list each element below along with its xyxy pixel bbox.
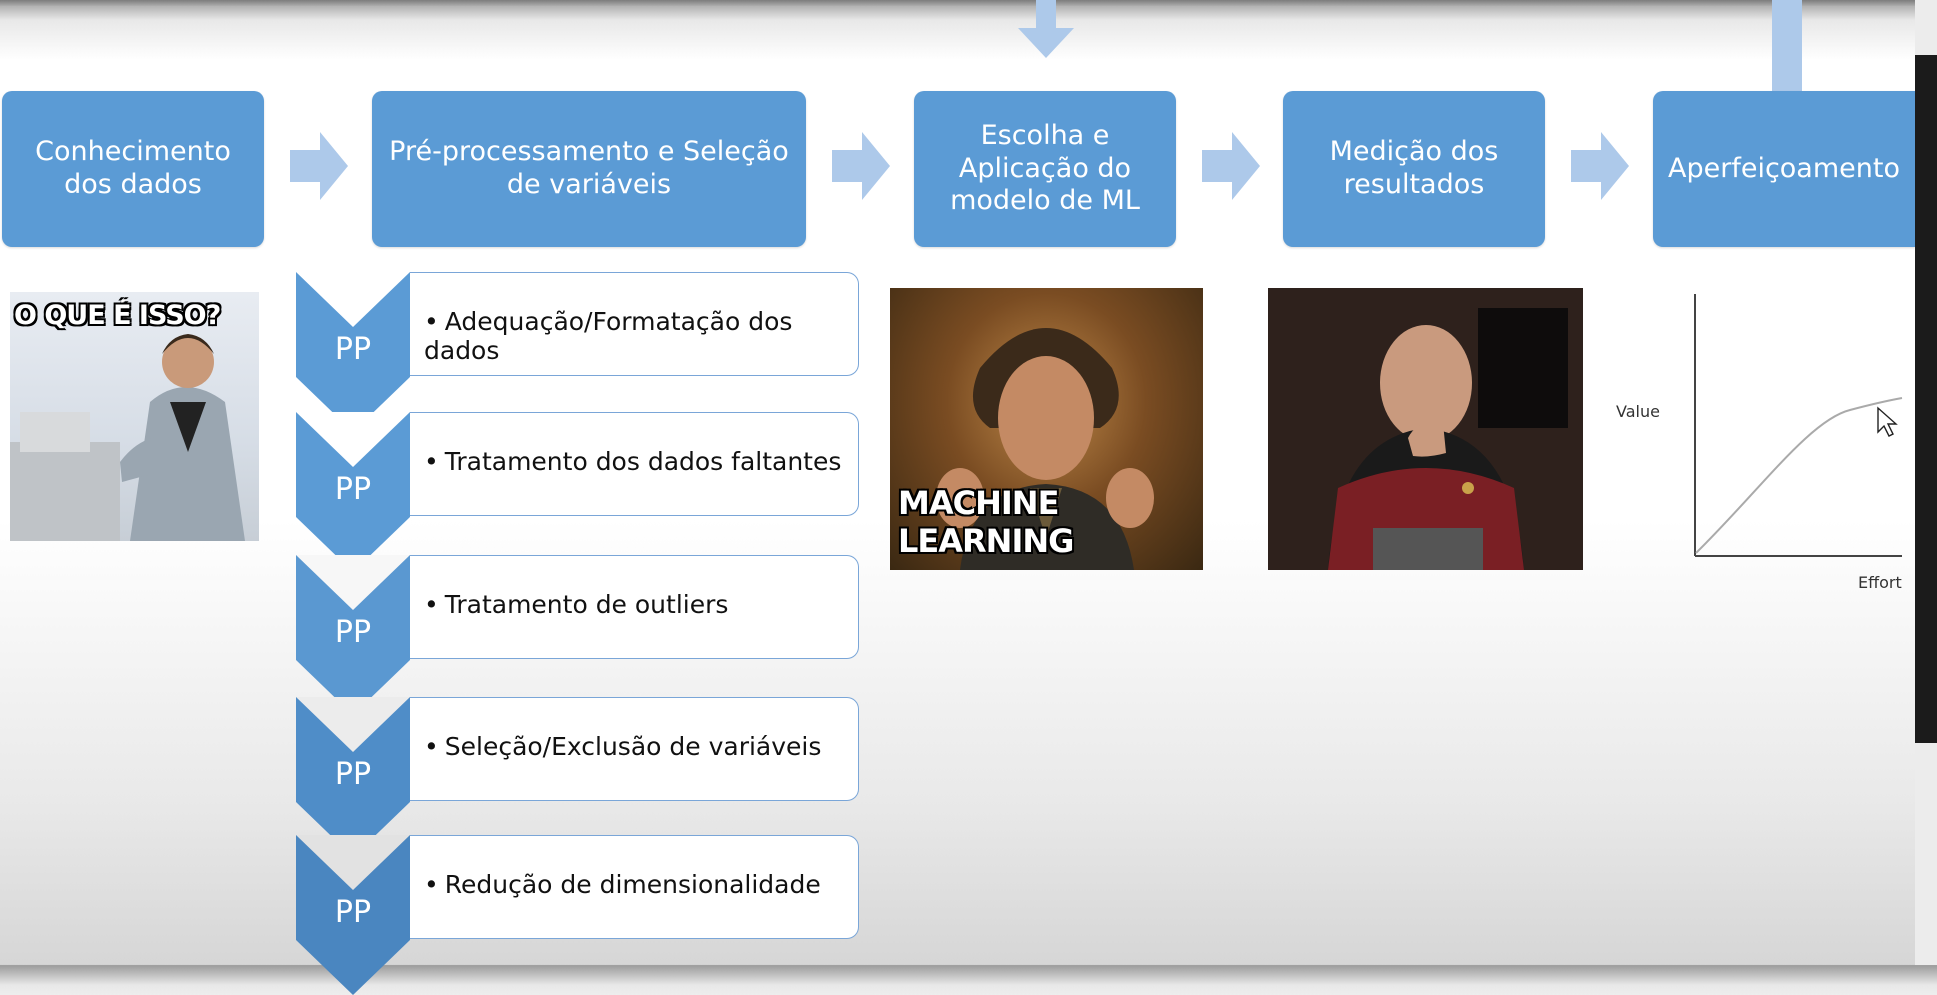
- pp-item-text: Redução de dimensionalidade: [444, 870, 821, 899]
- step-conhecimento: Conhecimento dos dados: [2, 91, 264, 247]
- right-arrow-icon: [1202, 132, 1260, 200]
- loop-arrow-icon: [1752, 0, 1812, 96]
- pp-item-text: Tratamento de outliers: [444, 590, 729, 619]
- pp-badge: PP: [334, 332, 372, 367]
- step-medicao: Medição dos resultados: [1283, 91, 1545, 247]
- meme-caption: O QUE É ISSO?: [14, 300, 221, 331]
- chevron-icon: [296, 412, 410, 572]
- meme-picard-image: [1268, 288, 1583, 570]
- person-illustration: [1268, 288, 1583, 570]
- value-effort-graph: Value Effort: [1610, 290, 1910, 600]
- bullet: •: [424, 732, 439, 761]
- pp-badge: PP: [334, 895, 372, 930]
- graph-plot: [1694, 294, 1903, 557]
- pp-item-text: Tratamento dos dados faltantes: [444, 447, 842, 476]
- right-edge-bar: [1915, 0, 1937, 965]
- top-edge: [0, 0, 1915, 6]
- meme-caption: MACHINE LEARNING: [898, 484, 1074, 560]
- right-arrow-icon: [290, 132, 348, 200]
- meme-aliens-guy-image: MACHINE LEARNING: [890, 288, 1203, 570]
- pp-item: •Seleção/Exclusão de variáveis: [408, 697, 859, 801]
- x-axis-label: Effort: [1858, 573, 1902, 592]
- chevron-icon: [296, 697, 410, 857]
- chevron-icon: [296, 272, 410, 432]
- y-axis-label: Value: [1616, 402, 1660, 421]
- bullet: •: [424, 307, 439, 336]
- right-arrow-icon: [1571, 132, 1629, 200]
- bullet: •: [424, 447, 439, 476]
- pp-item: •Adequação/Formatação dos dados: [408, 272, 859, 376]
- chevron-icon: [296, 555, 410, 715]
- pp-item-text: Adequação/Formatação dos dados: [424, 307, 793, 365]
- person-illustration: [936, 328, 1154, 570]
- pp-badge: PP: [334, 472, 372, 507]
- meme-zoolander-image: O QUE É ISSO?: [10, 292, 259, 541]
- bullet: •: [424, 870, 439, 899]
- step-modelo: Escolha e Aplicação do modelo de ML: [914, 91, 1176, 247]
- person-illustration: [10, 334, 245, 541]
- pp-item-text: Seleção/Exclusão de variáveis: [444, 732, 822, 761]
- step-preprocessamento: Pré-processamento e Seleção de variáveis: [372, 91, 806, 247]
- pp-item: •Redução de dimensionalidade: [408, 835, 859, 939]
- pp-badge: PP: [334, 615, 372, 650]
- chevron-icon: [296, 835, 410, 995]
- right-arrow-icon: [832, 132, 890, 200]
- down-arrow-icon: [1014, 0, 1078, 60]
- pp-item: •Tratamento dos dados faltantes: [408, 412, 859, 516]
- step-aperfeicoamento: Aperfeiçoamento: [1653, 91, 1915, 247]
- mouse-cursor-icon: [1877, 406, 1898, 437]
- pp-item: •Tratamento de outliers: [408, 555, 859, 659]
- pp-badge: PP: [334, 757, 372, 792]
- value-curve: [1695, 397, 1903, 554]
- scroll-strip: [1915, 55, 1937, 743]
- bullet: •: [424, 590, 439, 619]
